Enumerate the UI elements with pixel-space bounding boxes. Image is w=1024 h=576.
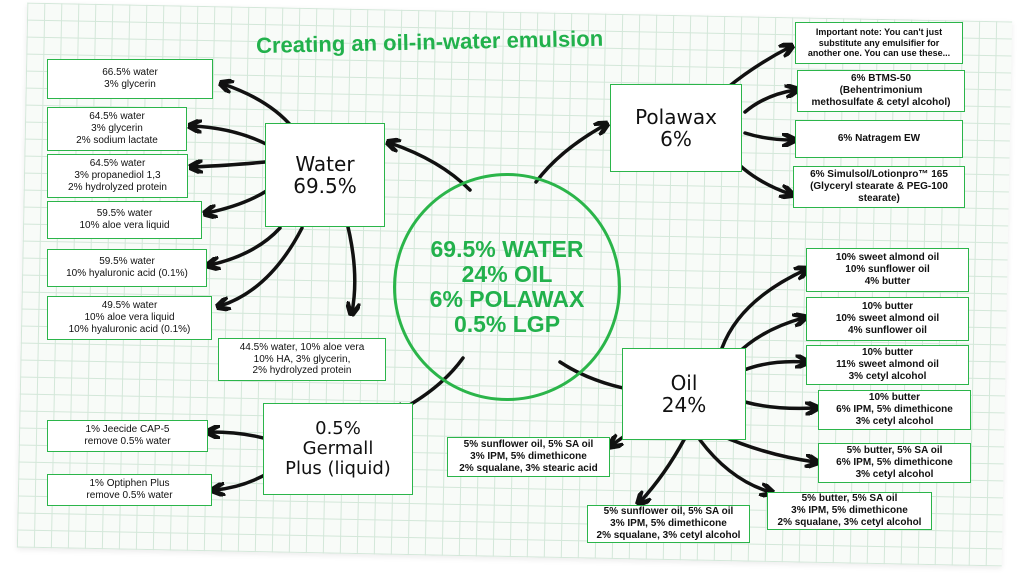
center-formula-circle: 69.5% WATER 24% OIL 6% POLAWAX 0.5% LGP <box>393 173 621 401</box>
option-text: 6% Natragem EW <box>837 133 921 145</box>
arrow-water-1 <box>223 84 295 130</box>
arrow-water-4 <box>207 188 270 213</box>
water-option-6: 49.5% water 10% aloe vera liquid 10% hya… <box>47 296 212 340</box>
option-text: 44.5% water, 10% aloe vera 10% HA, 3% gl… <box>239 341 365 377</box>
hub-water: Water 69.5% <box>265 123 385 227</box>
option-text: 1% Jeecide CAP-5 remove 0.5% water <box>84 424 171 447</box>
oil-option-5: 5% butter, 5% SA oil 6% IPM, 5% dimethic… <box>818 443 971 483</box>
option-text: 64.5% water 3% glycerin 2% sodium lactat… <box>76 111 158 146</box>
polawax-option-natragem: 6% Natragem EW <box>795 120 963 158</box>
arrow-polawax-1 <box>725 47 790 90</box>
arrow-polawax-3 <box>743 131 792 140</box>
arrow-water-3 <box>193 162 267 167</box>
arrow-oil-7 <box>640 436 687 502</box>
arrow-oil-3 <box>742 362 805 372</box>
water-option-2: 64.5% water 3% glycerin 2% sodium lactat… <box>47 107 187 151</box>
arrow-germall-2 <box>215 470 272 490</box>
option-text: 6% BTMS-50 (Behentrimonium methosulfate … <box>811 73 951 108</box>
option-text: Important note: You can't just substitut… <box>807 27 951 59</box>
option-text: 10% butter 10% sweet almond oil 4% sunfl… <box>835 301 940 336</box>
germall-option-jeecide: 1% Jeecide CAP-5 remove 0.5% water <box>47 420 208 452</box>
arrow-oil-1 <box>720 270 805 350</box>
hub-oil-label: Oil 24% <box>661 371 707 417</box>
water-option-1: 66.5% water 3% glycerin <box>47 59 213 99</box>
hub-germall: 0.5% Germall Plus (liquid) <box>263 403 413 495</box>
option-text: 5% butter, 5% SA oil 3% IPM, 5% dimethic… <box>777 493 922 528</box>
option-text: 5% sunflower oil, 5% SA oil 3% IPM, 5% d… <box>596 506 741 541</box>
option-text: 10% butter 6% IPM, 5% dimethicone 3% cet… <box>836 392 953 427</box>
polawax-option-simulsol: 6% Simulsol/Lotionpro™ 165 (Glyceryl ste… <box>793 166 965 208</box>
water-option-4: 59.5% water 10% aloe vera liquid <box>47 201 202 239</box>
arrow-germall-1 <box>210 432 272 442</box>
option-text: 6% Simulsol/Lotionpro™ 165 (Glyceryl ste… <box>810 169 948 204</box>
arrow-polawax-2 <box>743 90 795 114</box>
hub-polawax-label: Polawax 6% <box>635 105 717 151</box>
option-text: 66.5% water 3% glycerin <box>102 67 158 90</box>
oil-option-7: 5% sunflower oil, 5% SA oil 3% IPM, 5% d… <box>587 505 750 543</box>
water-option-3: 64.5% water 3% propanediol 1,3 2% hydrol… <box>47 154 188 198</box>
polawax-note: Important note: You can't just substitut… <box>795 22 963 64</box>
arrow-center-polawax <box>534 125 605 184</box>
oil-option-2: 10% butter 10% sweet almond oil 4% sunfl… <box>806 297 969 341</box>
option-text: 49.5% water 10% aloe vera liquid 10% hya… <box>68 300 191 335</box>
arrow-water-7 <box>343 213 355 312</box>
oil-option-6: 5% butter, 5% SA oil 3% IPM, 5% dimethic… <box>767 492 932 530</box>
arrow-water-2 <box>192 126 270 147</box>
water-option-7: 44.5% water, 10% aloe vera 10% HA, 3% gl… <box>218 338 386 381</box>
hub-oil: Oil 24% <box>622 348 746 440</box>
hub-water-label: Water 69.5% <box>293 152 357 198</box>
water-option-5: 59.5% water 10% hyaluronic acid (0.1%) <box>47 249 207 287</box>
oil-option-1: 10% sweet almond oil 10% sunflower oil 4… <box>806 248 969 292</box>
hub-polawax: Polawax 6% <box>610 84 742 172</box>
germall-option-optiphen: 1% Optiphen Plus remove 0.5% water <box>47 474 212 506</box>
arrow-oil-6 <box>698 438 770 492</box>
option-text: 59.5% water 10% hyaluronic acid (0.1%) <box>66 256 188 279</box>
polawax-option-btms: 6% BTMS-50 (Behentrimonium methosulfate … <box>797 70 965 112</box>
oil-option-3: 10% butter 11% sweet almond oil 3% cetyl… <box>806 345 969 385</box>
oil-option-8: 5% sunflower oil, 5% SA oil 3% IPM, 5% d… <box>447 437 610 477</box>
center-formula-text: 69.5% WATER 24% OIL 6% POLAWAX 0.5% LGP <box>429 236 585 337</box>
option-text: 10% butter 11% sweet almond oil 3% cetyl… <box>836 347 939 382</box>
oil-option-4: 10% butter 6% IPM, 5% dimethicone 3% cet… <box>818 390 971 430</box>
arrow-water-6 <box>220 226 304 306</box>
arrow-water-5 <box>210 226 282 265</box>
arrow-oil-4 <box>743 400 815 408</box>
option-text: 64.5% water 3% propanediol 1,3 2% hydrol… <box>68 158 167 193</box>
option-text: 5% butter, 5% SA oil 6% IPM, 5% dimethic… <box>836 445 953 480</box>
option-text: 59.5% water 10% aloe vera liquid <box>79 208 170 231</box>
option-text: 10% sweet almond oil 10% sunflower oil 4… <box>835 252 940 287</box>
hub-germall-label: 0.5% Germall Plus (liquid) <box>285 418 391 479</box>
option-text: 1% Optiphen Plus remove 0.5% water <box>86 478 173 501</box>
option-text: 5% sunflower oil, 5% SA oil 3% IPM, 5% d… <box>459 439 598 474</box>
